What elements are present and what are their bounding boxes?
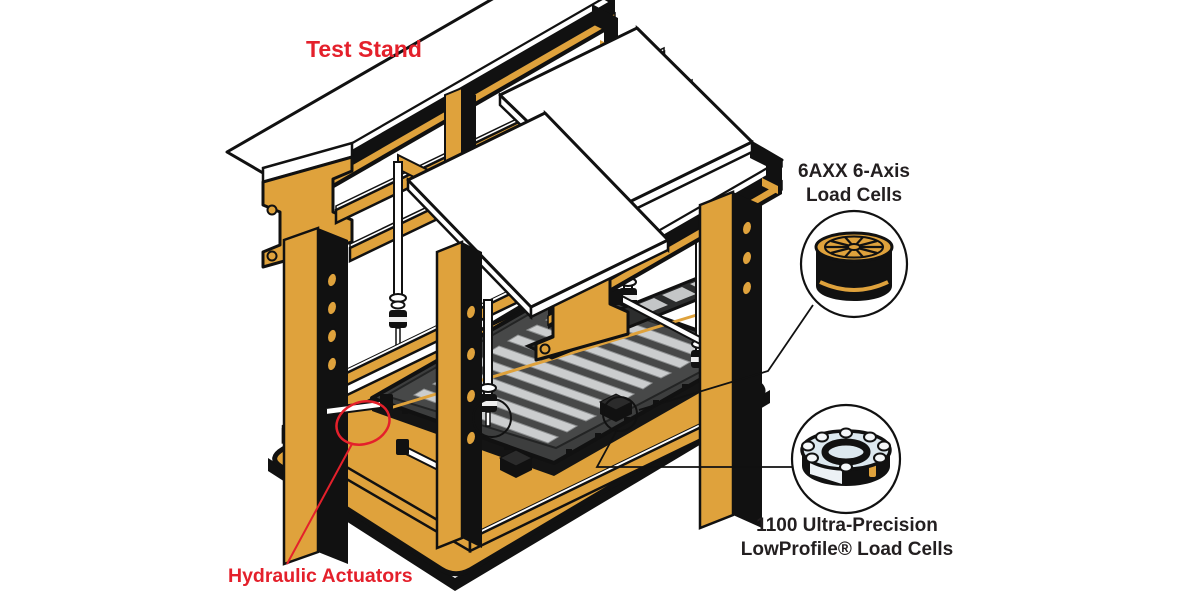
lowprofile-load-cell-icon [800, 427, 892, 486]
rod-with-load-cell-front [479, 299, 497, 427]
hydraulic-actuators-label: Hydraulic Actuators [228, 565, 413, 587]
six-axis-load-cell-icon [814, 231, 894, 301]
highlight-circle-lowprofile [602, 396, 638, 432]
lowprofile-callout-label-line1: 1100 Ultra-Precision [756, 515, 938, 536]
lowprofile-callout-label: 1100 Ultra-Precision LowProfile® Load Ce… [714, 514, 980, 562]
six-axis-load-cell-callout [799, 209, 909, 319]
highlight-circle-six-axis [472, 398, 512, 438]
lowprofile-load-cell-callout [790, 403, 902, 515]
actuator-leader-line [286, 443, 353, 565]
top-plank-2 [406, 109, 670, 321]
column-front-mid [435, 240, 482, 550]
column-back-mid [444, 86, 476, 165]
highlight-circle-actuator [335, 400, 391, 446]
six-axis-callout-label: 6AXX 6-Axis Load Cells [753, 160, 955, 208]
test-stand-label: Test Stand [306, 36, 422, 62]
six-axis-leader-line [638, 304, 814, 411]
lowprofile-leader-line [595, 429, 792, 468]
column-front-left [282, 226, 348, 566]
six-axis-callout-label-line2: Load Cells [805, 185, 903, 206]
six-axis-callout-label-line1: 6AXX 6-Axis [798, 161, 910, 182]
column-front-right [698, 190, 762, 530]
lowprofile-callout-label-line2: LowProfile® Load Cells [740, 539, 954, 560]
